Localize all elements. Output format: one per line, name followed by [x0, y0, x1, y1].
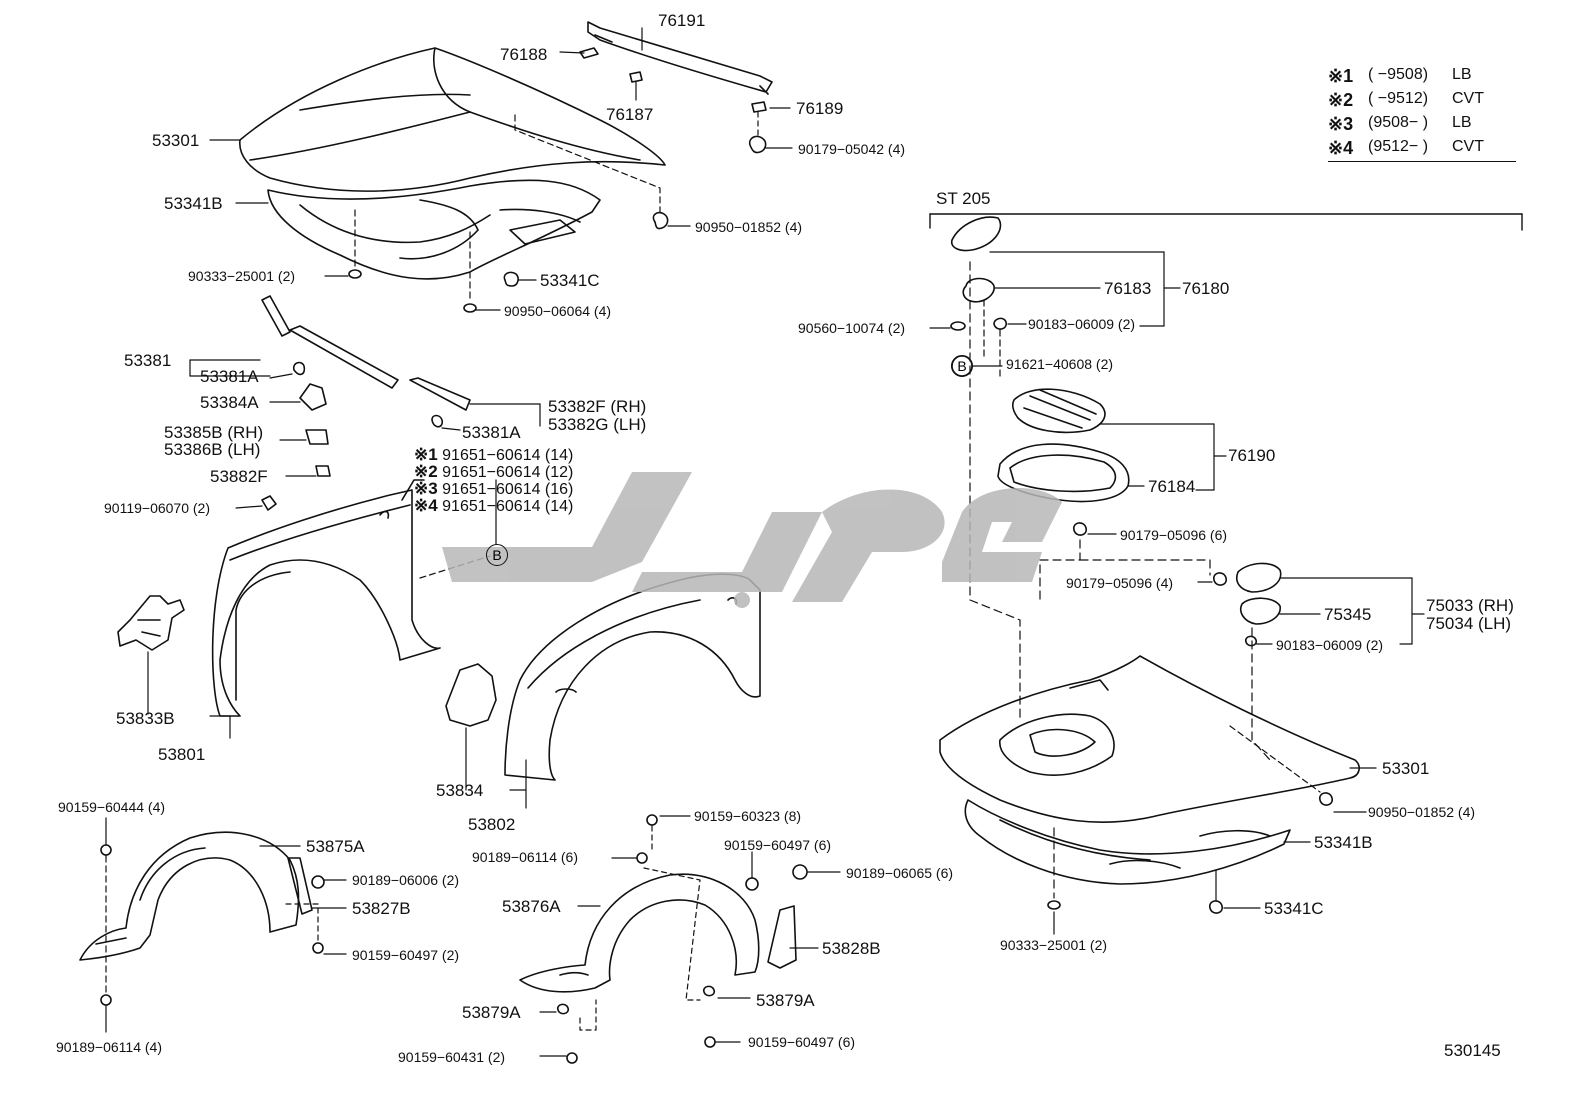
part-76184: 76184	[1148, 477, 1196, 496]
part-76191: 76191	[658, 11, 706, 30]
part-76187: 76187	[606, 105, 654, 124]
part-53382f: 53382F (RH)	[548, 397, 647, 416]
part-53879a-l: 53879A	[462, 1003, 521, 1022]
part-90189-06114-l: 90189−06114 (4)	[56, 1039, 162, 1055]
part-90189-06006: 90189−06006 (2)	[352, 872, 460, 888]
part-90179-05096-a: 90179−05096 (6)	[1120, 527, 1228, 543]
part-53828b: 53828B	[822, 939, 881, 958]
part-53875a: 53875A	[306, 837, 365, 856]
part-90159-60497-l: 90159−60497 (2)	[352, 947, 460, 963]
note-1: ※1 91651−60614 (14)	[414, 445, 574, 464]
part-53882f: 53882F	[210, 467, 268, 486]
part-53381a-1: 53381A	[200, 367, 259, 386]
hood-top-left	[239, 47, 666, 280]
part-53301-top: 53301	[152, 131, 200, 150]
fender-left	[117, 479, 441, 717]
part-90183-06009-b: 90183−06009 (2)	[1276, 637, 1384, 653]
legend-underline	[1328, 161, 1516, 162]
part-90119-06070: 90119−06070 (2)	[104, 500, 210, 516]
part-90179-05096-b: 90179−05096 (4)	[1066, 575, 1174, 591]
part-53802: 53802	[468, 815, 516, 834]
part-53382g: 53382G (LH)	[548, 415, 647, 434]
part-53301-r: 53301	[1382, 759, 1430, 778]
part-76180: 76180	[1182, 279, 1230, 298]
part-90560-10074: 90560−10074 (2)	[798, 320, 906, 336]
callout-b-left: B	[486, 544, 508, 566]
part-90159-60497-b: 90159−60497 (6)	[748, 1034, 856, 1050]
fender-liner-right	[519, 814, 808, 1064]
fender-liner-left	[79, 831, 325, 1006]
part-90189-06065: 90189−06065 (6)	[846, 865, 954, 881]
part-75034: 75034 (LH)	[1426, 614, 1512, 633]
part-90950-01852-top: 90950−01852 (4)	[695, 219, 803, 235]
part-90333-25001-r: 90333−25001 (2)	[1000, 937, 1108, 953]
part-75345: 75345	[1324, 605, 1372, 624]
part-76183: 76183	[1104, 279, 1152, 298]
part-53827b: 53827B	[352, 899, 411, 918]
part-90159-60444: 90159−60444 (4)	[58, 799, 166, 815]
st205-bracket	[929, 213, 1523, 231]
note-2: ※2 91651−60614 (12)	[414, 462, 574, 481]
part-76188: 76188	[500, 45, 548, 64]
part-76190: 76190	[1228, 446, 1276, 465]
part-53341c-top: 53341C	[540, 271, 600, 290]
part-53385b: 53385B (RH)	[164, 423, 264, 442]
part-53341c-r: 53341C	[1264, 899, 1324, 918]
part-53833b: 53833B	[116, 709, 175, 728]
part-53381: 53381	[124, 351, 172, 370]
part-90159-60497-m: 90159−60497 (6)	[724, 837, 832, 853]
part-53876a: 53876A	[502, 897, 561, 916]
fender-brackets	[261, 295, 471, 511]
leaders-top-left	[209, 27, 793, 311]
section-label-st205: ST 205	[936, 189, 991, 208]
part-53801: 53801	[158, 745, 206, 764]
part-53384a: 53384A	[200, 393, 259, 412]
leaders-right	[929, 251, 1425, 935]
part-53381a-2: 53381A	[462, 423, 521, 442]
part-90950-06064: 90950−06064 (4)	[504, 303, 612, 319]
note-3: ※3 91651−60614 (16)	[414, 479, 574, 498]
part-90159-60431: 90159−60431 (2)	[398, 1049, 506, 1065]
leaders-bottom-left	[105, 815, 841, 1057]
part-90179-05042: 90179−05042 (4)	[798, 141, 906, 157]
hood-right	[939, 655, 1360, 914]
part-75033: 75033 (RH)	[1426, 596, 1514, 615]
diagram-id: 530145	[1444, 1041, 1501, 1060]
part-76189: 76189	[796, 99, 844, 118]
hood-seal-76191	[348, 21, 773, 313]
part-53341b-r: 53341B	[1314, 833, 1373, 852]
part-90950-01852-r: 90950−01852 (4)	[1368, 804, 1476, 820]
part-90159-60323: 90159−60323 (8)	[694, 808, 802, 824]
part-53834: 53834	[436, 781, 484, 800]
part-53386b: 53386B (LH)	[164, 440, 261, 459]
part-91621-40608: 91621−40608 (2)	[1006, 356, 1114, 372]
part-90333-25001-top: 90333−25001 (2)	[188, 268, 296, 284]
callout-b-right: B	[951, 355, 973, 377]
part-53879a-r: 53879A	[756, 991, 815, 1010]
part-53341b-top: 53341B	[164, 194, 223, 213]
part-90189-06114-m: 90189−06114 (6)	[472, 849, 578, 865]
part-90183-06009-a: 90183−06009 (2)	[1028, 316, 1136, 332]
scoop-parts	[950, 216, 1282, 647]
note-4: ※4 91651−60614 (14)	[414, 496, 574, 515]
